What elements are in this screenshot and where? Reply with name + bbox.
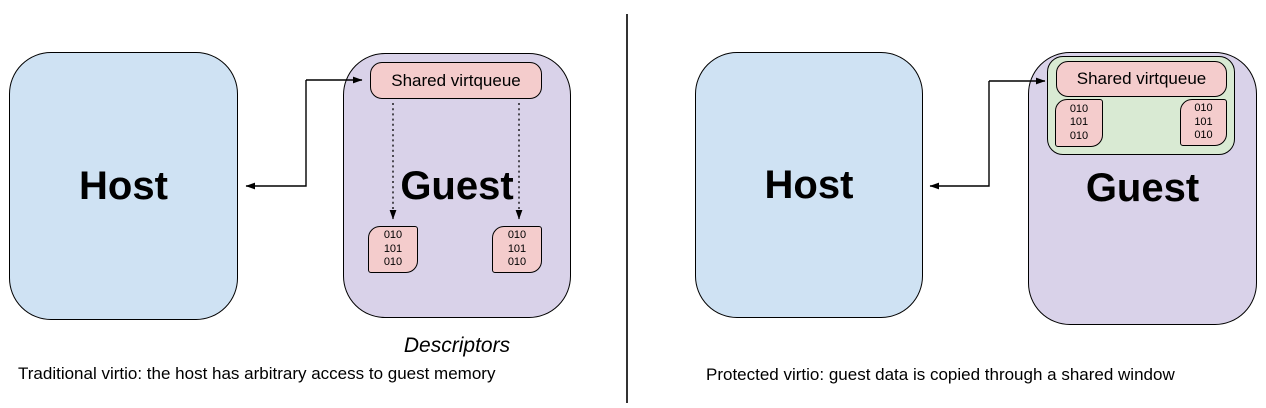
window-memory-box-2: 010 101 010 (1180, 99, 1227, 146)
guest-label: Guest (1085, 166, 1200, 210)
panel-divider (626, 14, 628, 403)
shared-virtqueue-box-protected: Shared virtqueue (1056, 61, 1227, 97)
shared-virtqueue-label: Shared virtqueue (1076, 69, 1207, 88)
shared-virtqueue-box-traditional: Shared virtqueue (370, 62, 542, 99)
descriptor-memory-box-2: 010 101 010 (492, 226, 542, 273)
host-box-traditional: Host (9, 52, 238, 320)
host-label: Host (764, 162, 854, 207)
window-memory-box-1: 010 101 010 (1055, 99, 1103, 147)
shared-virtqueue-label: Shared virtqueue (391, 70, 521, 90)
descriptors-label: Descriptors (403, 334, 511, 357)
arrow-guest-to-host-left (245, 80, 307, 190)
caption-traditional: Traditional virtio: the host has arbitra… (18, 364, 496, 383)
caption-protected: Protected virtio: guest data is copied t… (706, 365, 1175, 384)
arrow-guest-to-host-right (929, 81, 990, 190)
descriptor-memory-box-1: 010 101 010 (368, 226, 418, 273)
guest-label: Guest (400, 164, 514, 208)
host-box-protected: Host (695, 52, 923, 318)
host-label: Host (79, 163, 168, 208)
